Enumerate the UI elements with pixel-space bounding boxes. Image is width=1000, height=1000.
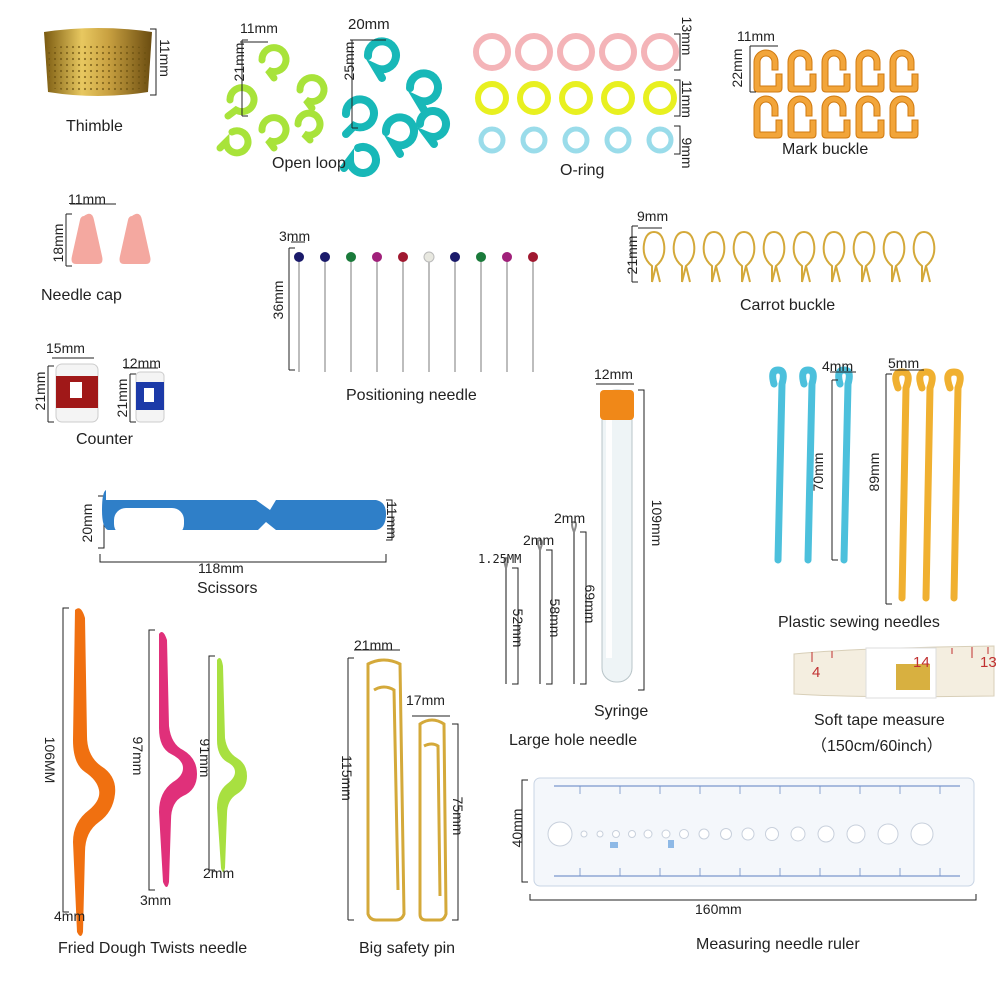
plastic-needle-yellow-length-dim: 89mm: [866, 452, 882, 492]
scissors-width-dim: 20mm: [79, 503, 95, 543]
soft-tape-measure-sublabel: （150cm/60inch）: [811, 738, 943, 755]
large-hole-needle-label: Large hole needle: [509, 732, 638, 749]
needle-cap-height-dim: 18mm: [50, 223, 66, 263]
large-hole-needle-2-width: 2mm: [523, 532, 555, 548]
fried-dough-twists-needle-label: Fried Dough Twists needle: [58, 940, 248, 957]
o-ring-image: [473, 33, 681, 155]
ruler-length-dim: 160mm: [695, 901, 742, 917]
tape-mark-14: 14: [913, 654, 930, 671]
scissors-label: Scissors: [197, 580, 258, 597]
open-loop-width-large: 20mm: [348, 16, 390, 33]
soft-tape-measure-image: [793, 645, 995, 699]
twist-lime-width-dim: 2mm: [203, 865, 235, 881]
safety-pin-large-length-dim: 115mm: [339, 755, 355, 801]
syringe-length-dim: 109mm: [649, 499, 665, 547]
twist-orange-width-dim: 4mm: [54, 908, 86, 924]
measuring-needle-ruler-label: Measuring needle ruler: [696, 936, 860, 953]
needle-cap-width-dim: 11mm: [68, 191, 106, 207]
positioning-needle-label: Positioning needle: [346, 387, 477, 404]
positioning-needle-length-dim: 36mm: [270, 280, 286, 320]
safety-pin-small-width-dim: 17mm: [406, 692, 445, 708]
scissors-length-dim: 118mm: [198, 560, 244, 576]
o-ring-medium-dim: 11mm: [679, 80, 695, 118]
big-safety-pin-label: Big safety pin: [359, 940, 456, 957]
open-loop-image: [216, 37, 450, 177]
twist-magenta-length-dim: 97mm: [130, 736, 146, 776]
safety-pin-large-width-dim: 21mm: [354, 637, 393, 653]
soft-tape-measure-label: Soft tape measure: [814, 712, 945, 729]
large-hole-needle-image: [503, 520, 587, 685]
carrot-buckle-height-dim: 21mm: [624, 235, 640, 275]
counter-small-width-dim: 12mm: [122, 355, 161, 371]
positioning-needle-head-dim: 3mm: [279, 228, 311, 244]
twist-magenta-width-dim: 3mm: [140, 892, 172, 908]
counter-large-height-dim: 21mm: [32, 371, 48, 411]
ruler-height-dim: 40mm: [509, 808, 525, 848]
positioning-needle-image: [288, 241, 538, 372]
mark-buckle-label: Mark buckle: [782, 141, 869, 158]
large-hole-needle-1-length: 52mm: [510, 608, 526, 648]
open-loop-label: Open loop: [272, 155, 346, 172]
o-ring-label: O-ring: [560, 162, 605, 179]
needle-cap-image: [65, 203, 151, 267]
open-loop-height-large: 25mm: [341, 41, 357, 81]
large-hole-needle-1-width: 1.25MM: [478, 552, 522, 566]
twist-lime-length-dim: 91mm: [197, 738, 213, 778]
needle-cap-label: Needle cap: [41, 287, 122, 304]
carrot-buckle-width-dim: 9mm: [637, 208, 669, 224]
o-ring-large-dim: 13mm: [679, 16, 695, 56]
plastic-needle-blue-width-dim: 4mm: [822, 358, 854, 374]
carrot-buckle-image: [631, 225, 936, 283]
large-hole-needle-3-length: 69mm: [582, 584, 598, 624]
syringe-width-dim: 12mm: [594, 366, 633, 382]
scissors-tip-dim: 11mm: [384, 501, 400, 539]
counter-large-width-dim: 15mm: [46, 340, 85, 356]
tape-mark-4: 4: [812, 664, 821, 681]
mark-buckle-width-dim: 11mm: [737, 28, 775, 44]
tape-mark-13: 13: [980, 654, 997, 671]
scissors-image: [98, 490, 393, 563]
fried-dough-twists-image: [62, 607, 247, 936]
open-loop-width-small: 11mm: [240, 20, 278, 36]
plastic-sewing-needles-label: Plastic sewing needles: [778, 614, 940, 631]
mark-buckle-image: [749, 45, 919, 139]
counter-image: [47, 357, 165, 423]
large-hole-needle-3-width: 2mm: [554, 510, 586, 526]
syringe-image: [596, 383, 645, 691]
twist-orange-length-dim: 106MM: [42, 736, 58, 784]
mark-buckle-height-dim: 22mm: [729, 48, 745, 88]
counter-small-height-dim: 21mm: [114, 378, 130, 418]
open-loop-height-small: 21mm: [231, 42, 247, 82]
carrot-buckle-label: Carrot buckle: [740, 297, 836, 314]
counter-label: Counter: [76, 431, 133, 448]
measuring-needle-ruler-image: [521, 777, 977, 901]
plastic-needle-yellow-width-dim: 5mm: [888, 355, 920, 371]
plastic-sewing-needles-image: [769, 366, 964, 605]
thimble-label: Thimble: [66, 118, 123, 135]
thimble-image: [44, 28, 152, 96]
thimble-height-dim: 11mm: [157, 39, 173, 77]
safety-pin-small-length-dim: 75mm: [450, 796, 466, 836]
plastic-needle-blue-length-dim: 70mm: [810, 452, 826, 492]
big-safety-pin-image: [347, 649, 459, 922]
syringe-label: Syringe: [594, 703, 649, 720]
large-hole-needle-2-length: 58mm: [547, 598, 563, 638]
o-ring-small-dim: 9mm: [679, 137, 695, 169]
